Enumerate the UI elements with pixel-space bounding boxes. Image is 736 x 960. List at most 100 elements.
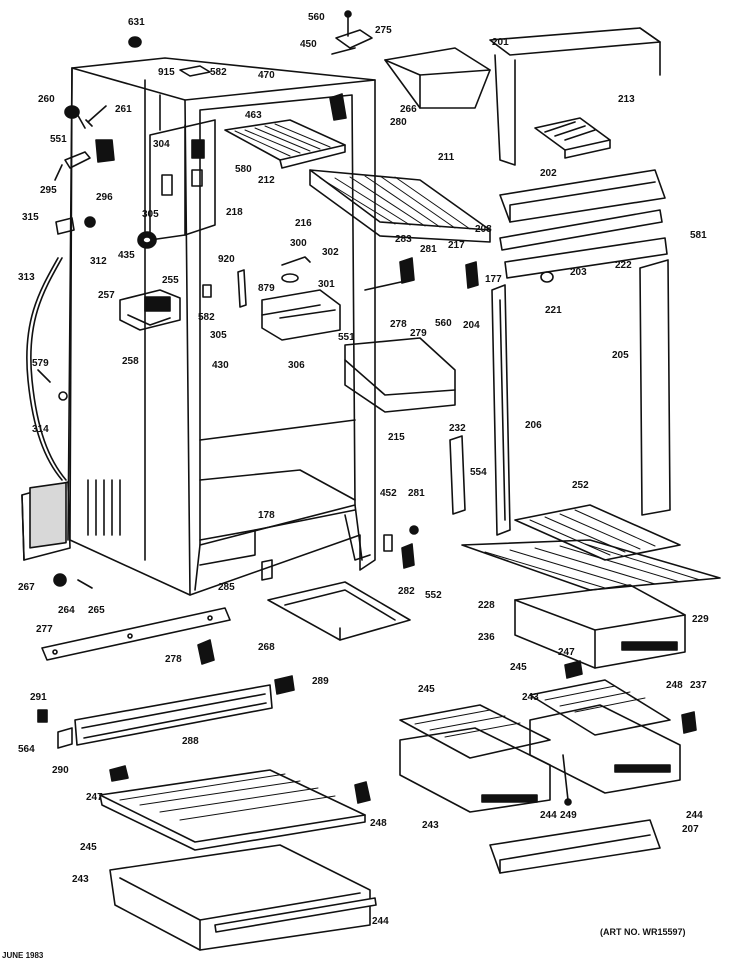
- callout-208: 208: [475, 224, 492, 235]
- callout-245: 245: [510, 662, 527, 673]
- cap-281: [409, 525, 419, 535]
- screw-261: [85, 105, 107, 127]
- callout-579: 579: [32, 358, 49, 369]
- bracket-282: [401, 543, 415, 569]
- bin-215: [344, 337, 456, 413]
- clip-291: [37, 709, 48, 723]
- shelf-216: [309, 169, 491, 243]
- hinge-551: [95, 139, 115, 163]
- hinge-bracket-275: [331, 10, 373, 55]
- thermostat-bulb-280: [329, 93, 347, 121]
- shelf-rail-206: [491, 284, 511, 536]
- switch-305: [237, 269, 247, 308]
- callout-291: 291: [30, 692, 47, 703]
- callout-879: 879: [258, 283, 275, 294]
- door-shelf-207: [489, 819, 661, 874]
- callout-217: 217: [448, 240, 465, 251]
- callout-450: 450: [300, 39, 317, 50]
- callout-222: 222: [615, 260, 632, 271]
- callout-247: 247: [558, 647, 575, 658]
- callout-551: 551: [338, 332, 355, 343]
- slide-rail-232: [449, 435, 466, 515]
- bin-266: [384, 47, 491, 109]
- callout-255: 255: [162, 275, 179, 286]
- crisper-drawer-243-right: [529, 704, 681, 794]
- callout-248: 248: [666, 680, 683, 691]
- callout-285: 285: [218, 582, 235, 593]
- callout-243: 243: [522, 692, 539, 703]
- callout-264: 264: [58, 605, 75, 616]
- callout-288: 288: [182, 736, 199, 747]
- clip-247: [109, 765, 129, 782]
- callout-201: 201: [492, 37, 509, 48]
- callout-206: 206: [525, 420, 542, 431]
- callout-203: 203: [570, 267, 587, 278]
- callout-631: 631: [128, 17, 145, 28]
- callout-430: 430: [212, 360, 229, 371]
- callout-218: 218: [226, 207, 243, 218]
- base-grille-267: [21, 481, 71, 587]
- callout-202: 202: [540, 168, 557, 179]
- callout-244: 244: [372, 916, 389, 927]
- callout-245: 245: [80, 842, 97, 853]
- callout-582: 582: [198, 312, 215, 323]
- trim-strip-208: [499, 209, 663, 251]
- meat-keeper-306: [261, 289, 341, 341]
- door-stop-260: [64, 105, 86, 129]
- crisper-drawer-243-middle: [399, 727, 551, 813]
- callout-258: 258: [122, 356, 139, 367]
- callout-261: 261: [115, 104, 132, 115]
- door-gasket-205: [639, 259, 671, 516]
- callout-228: 228: [478, 600, 495, 611]
- freezer-shelf-212: [224, 119, 346, 169]
- base-rail-277: [41, 607, 231, 661]
- bracket-204: [465, 261, 479, 289]
- callout-314: 314: [32, 424, 49, 435]
- trim-strip-203: [504, 237, 668, 279]
- grille-288: [74, 684, 273, 746]
- switch-920: [202, 284, 212, 298]
- callout-289: 289: [312, 676, 329, 687]
- callout-302: 302: [322, 247, 339, 258]
- callout-265: 265: [88, 605, 105, 616]
- clip-290: [57, 727, 73, 749]
- callout-560: 560: [435, 318, 452, 329]
- callout-305: 305: [210, 330, 227, 341]
- callout-260: 260: [38, 94, 55, 105]
- callout-278: 278: [390, 319, 407, 330]
- art-number: (ART NO. WR15597): [600, 927, 686, 937]
- callout-301: 301: [318, 279, 335, 290]
- control-panel: [149, 119, 216, 241]
- crisper-drawer-243-bottom: [109, 844, 377, 951]
- screw-265: [77, 579, 93, 589]
- callout-243: 243: [72, 874, 89, 885]
- cap-631: [128, 36, 142, 48]
- callout-552: 552: [425, 590, 442, 601]
- clip-248-right: [681, 711, 697, 734]
- light-switch-assembly: [119, 289, 181, 331]
- callout-290: 290: [52, 765, 69, 776]
- callout-304: 304: [153, 139, 170, 150]
- temperature-control-knob: [137, 231, 157, 249]
- shelf-245-middle: [399, 704, 551, 759]
- callout-267: 267: [18, 582, 35, 593]
- clip-247-right: [564, 660, 583, 679]
- shelf-245-bottom: [99, 769, 366, 851]
- refrigerator-cabinet: [67, 57, 376, 596]
- ice-tray-213: [534, 117, 611, 159]
- callout-281: 281: [420, 244, 437, 255]
- callout-295: 295: [40, 185, 57, 196]
- callout-315: 315: [22, 212, 39, 223]
- callout-312: 312: [90, 256, 107, 267]
- callout-247: 247: [86, 792, 103, 803]
- callout-236: 236: [478, 632, 495, 643]
- callout-275: 275: [375, 25, 392, 36]
- clip-248: [354, 781, 371, 804]
- callout-435: 435: [118, 250, 135, 261]
- callout-205: 205: [612, 350, 629, 361]
- callout-237: 237: [690, 680, 707, 691]
- callout-915: 915: [158, 67, 175, 78]
- callout-278: 278: [165, 654, 182, 665]
- screw-579: [37, 369, 51, 383]
